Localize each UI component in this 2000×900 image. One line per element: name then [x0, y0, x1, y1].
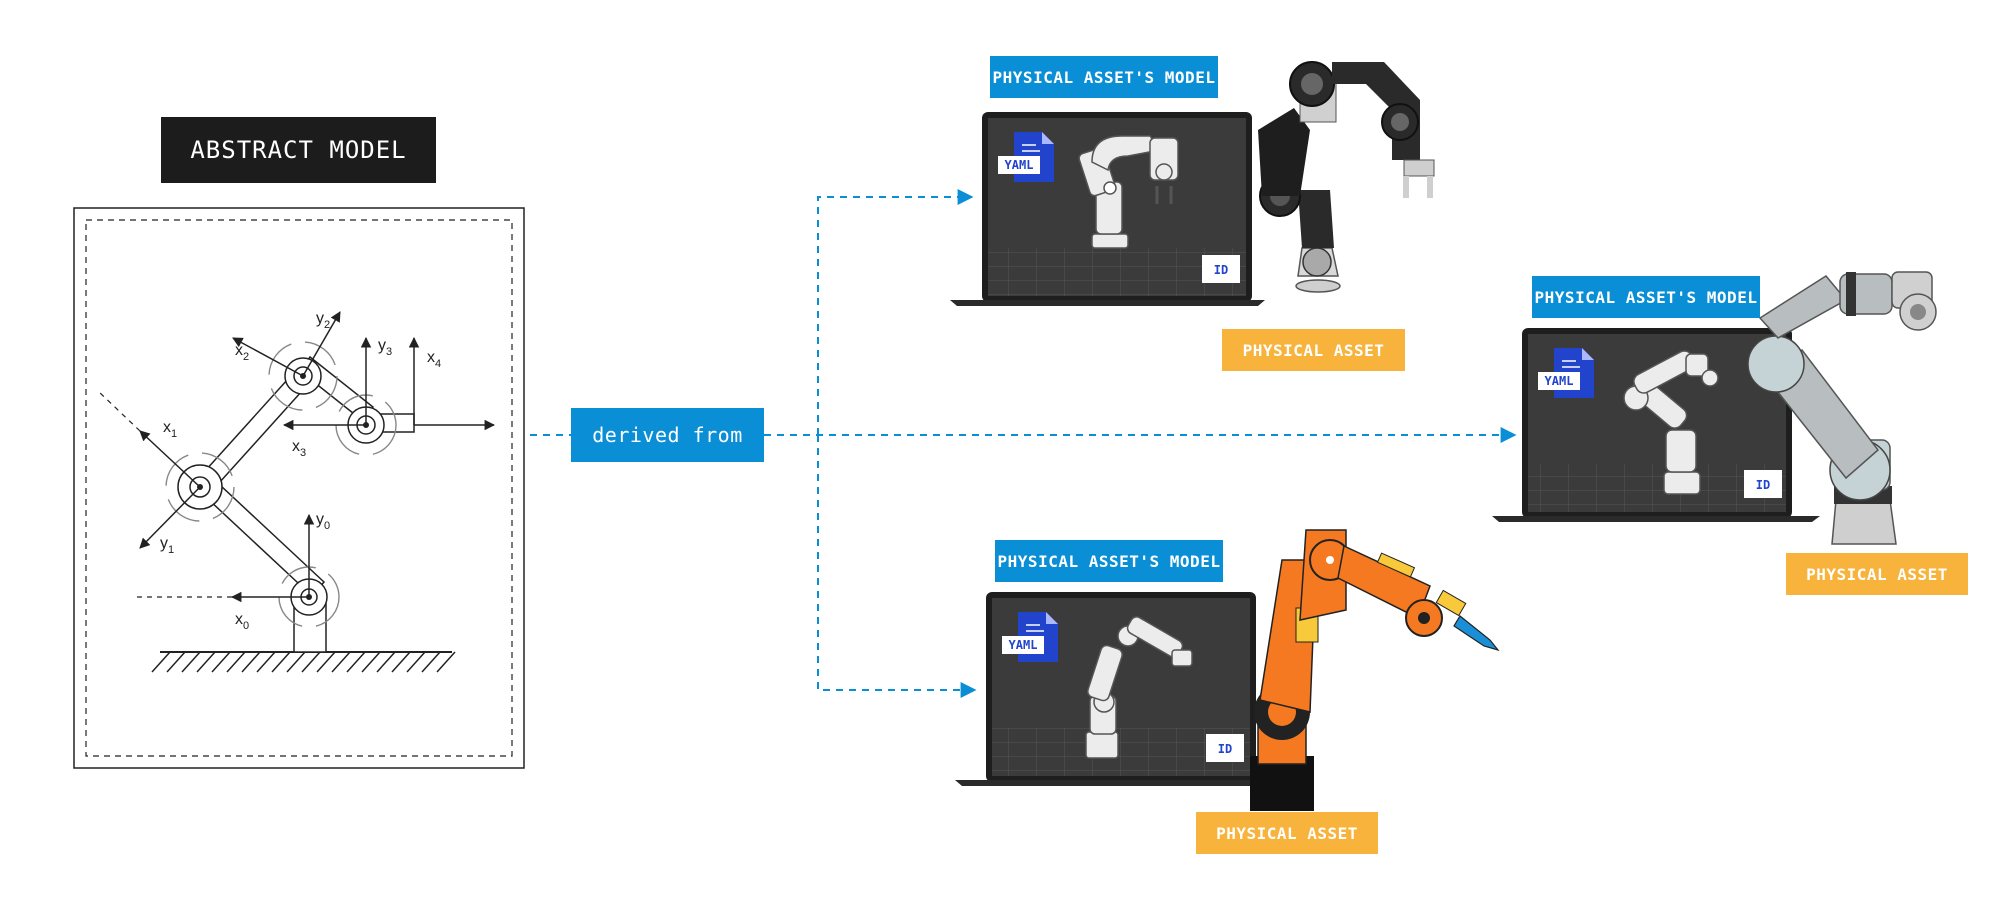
abstract-model-title: ABSTRACT MODEL [161, 117, 436, 183]
kinematic-chain-diagram [97, 311, 496, 673]
id-badge: ID [1206, 734, 1244, 762]
virtual-robot-middle [1623, 350, 1719, 495]
derived-from-connectors [530, 189, 1517, 698]
laptop-middle: YAML ID [1492, 328, 1820, 522]
physical-asset-label-top: PHYSICAL ASSET [1222, 329, 1405, 371]
axis-label-x4: x4 [427, 349, 441, 370]
axis-label-x0: x0 [235, 611, 249, 632]
svg-text:YAML: YAML [1545, 374, 1574, 388]
physical-robot-dark [1258, 61, 1435, 293]
virtual-robot-bottom [1085, 616, 1193, 759]
laptop-top: YAML ID [950, 112, 1265, 306]
axis-label-y3: y3 [378, 337, 392, 358]
physical-asset-model-label-top: PHYSICAL ASSET'S MODEL [990, 56, 1218, 98]
yaml-file-icon: YAML [998, 132, 1054, 182]
id-badge: ID [1202, 255, 1240, 283]
virtual-robot-top [1078, 135, 1179, 249]
axis-label-y0: y0 [316, 511, 330, 532]
derived-from-label: derived from [571, 408, 764, 462]
svg-text:ID: ID [1214, 263, 1228, 277]
physical-robot-light [1747, 271, 1937, 545]
id-badge: ID [1744, 470, 1782, 498]
svg-text:YAML: YAML [1009, 638, 1038, 652]
svg-text:ID: ID [1756, 478, 1770, 492]
physical-asset-model-label-middle: PHYSICAL ASSET'S MODEL [1532, 276, 1760, 318]
physical-robot-orange [1250, 529, 1500, 811]
axis-label-x3: x3 [292, 438, 306, 459]
yaml-file-icon: YAML [1002, 612, 1058, 662]
svg-text:YAML: YAML [1005, 158, 1034, 172]
axis-label-x1: x1 [163, 419, 177, 440]
physical-asset-label-bottom: PHYSICAL ASSET [1196, 812, 1378, 854]
axis-labels: y0 x0 x1 y1 x2 y2 y3 x3 x4 [160, 310, 441, 632]
axis-label-y2: y2 [316, 310, 330, 331]
axis-label-x2: x2 [235, 342, 249, 363]
abstract-model-panel [73, 207, 525, 769]
physical-asset-label-middle: PHYSICAL ASSET [1786, 553, 1968, 595]
svg-text:ID: ID [1218, 742, 1232, 756]
physical-asset-model-label-bottom: PHYSICAL ASSET'S MODEL [995, 540, 1223, 582]
laptop-bottom: YAML ID [955, 592, 1270, 786]
axis-label-y1: y1 [160, 535, 174, 556]
yaml-file-icon: YAML [1538, 348, 1594, 398]
